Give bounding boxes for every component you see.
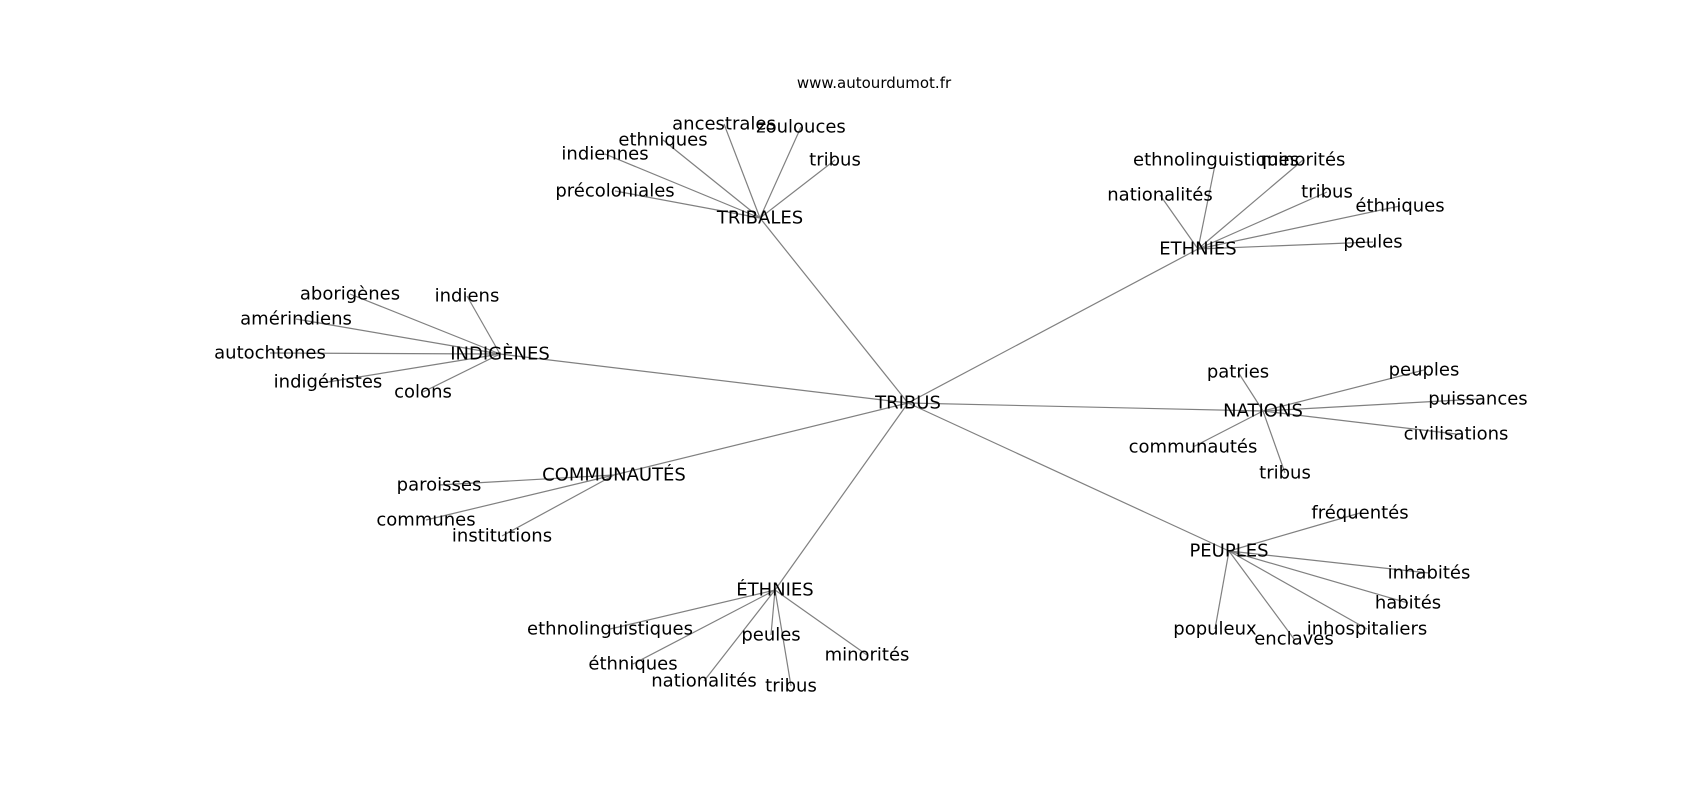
leaf-node-nations-tribus: tribus <box>1259 463 1311 484</box>
edge-ethnies-tribus <box>774 589 792 687</box>
leaf-node-indigenes-indigenistes: indigénistes <box>274 372 383 393</box>
leaf-node-peuples-frequentes: fréquentés <box>1311 503 1408 524</box>
leaf-node-communautes-paroisses: paroisses <box>397 475 482 496</box>
edge-indigenes-indigenistes <box>327 353 501 383</box>
edge-tribales-indiennes <box>604 153 761 219</box>
hub-node-tribales: TRIBALES <box>716 208 803 229</box>
hub-node-ethnies: ÉTHNIES <box>736 579 813 601</box>
edge-center-tribales <box>759 217 909 404</box>
edge-center-ethnies <box>774 402 909 591</box>
leaf-node-ethnies-nationalites: nationalités <box>1107 185 1212 206</box>
edge-peuples-inhabites <box>1228 550 1430 574</box>
edge-tribales-tribus <box>759 159 836 219</box>
leaf-node-communautes-communes: communes <box>376 510 475 531</box>
leaf-node-peuples-inhospitaliers: inhospitaliers <box>1307 619 1428 640</box>
hub-node-ethnies: ETHNIES <box>1159 239 1236 260</box>
edge-tribales-precoloniales <box>614 190 761 219</box>
leaf-node-tribales-ethniques: ethniques <box>618 130 707 151</box>
hub-node-nations: NATIONS <box>1223 401 1303 422</box>
leaf-node-ethnies-minorites: minorités <box>1261 150 1346 171</box>
leaf-node-peuples-habites: habités <box>1375 593 1441 614</box>
leaf-node-indigenes-colons: colons <box>394 382 452 403</box>
leaf-node-indigenes-autochtones: autochtones <box>214 343 326 364</box>
graph-edges <box>269 123 1479 687</box>
leaf-node-ethnies-peules: peules <box>1343 232 1402 253</box>
edge-communautes-paroisses <box>438 474 615 486</box>
edge-ethnies-ethnolinguistiques <box>609 589 776 630</box>
edge-nations-communautes <box>1192 410 1264 448</box>
leaf-node-ethnies-ethniques: éthniques <box>1355 196 1444 217</box>
edge-peuples-populeux <box>1214 550 1230 630</box>
leaf-node-peuples-populeux: populeux <box>1173 619 1257 640</box>
edge-ethnies-nationalites <box>703 589 776 682</box>
edge-peuples-habites <box>1228 550 1409 604</box>
leaf-node-ethnies-tribus: tribus <box>1301 182 1353 203</box>
edge-peuples-enclaves <box>1228 550 1295 640</box>
edge-ethnies-minorites <box>1197 159 1304 250</box>
leaf-node-nations-communautes: communautés <box>1129 437 1258 458</box>
edge-indigenes-aborigenes <box>349 293 501 355</box>
edge-communautes-institutions <box>501 474 615 537</box>
leaf-node-ethnies-ethnolinguistiques: ethnolinguistiques <box>1133 150 1299 171</box>
leaf-node-nations-peuples: peuples <box>1389 360 1460 381</box>
edge-peuples-inhospitaliers <box>1228 550 1368 630</box>
edge-peuples-frequentes <box>1228 512 1361 552</box>
edge-nations-patries <box>1237 371 1264 412</box>
leaf-node-tribales-ancestrales: ancestrales <box>672 114 776 135</box>
hub-node-peuples: PEUPLES <box>1189 541 1268 562</box>
edge-ethnies-nationalites <box>1159 194 1199 250</box>
leaf-node-tribales-precoloniales: précoloniales <box>555 181 674 202</box>
edge-communautes-communes <box>425 474 615 521</box>
edge-center-peuples <box>907 402 1230 552</box>
edge-center-ethnies <box>907 248 1199 404</box>
edge-nations-civilisations <box>1262 410 1457 435</box>
center-node: TRIBUS <box>874 393 941 414</box>
edge-tribales-ethniques <box>662 139 761 219</box>
leaf-node-peuples-enclaves: enclaves <box>1254 629 1334 650</box>
leaf-node-indigenes-amerindiens: amérindiens <box>240 309 352 330</box>
edge-nations-peuples <box>1262 369 1425 412</box>
leaf-node-nations-civilisations: civilisations <box>1404 424 1509 445</box>
leaf-node-indigenes-indiens: indiens <box>435 286 500 307</box>
edge-ethnies-peules <box>1197 241 1374 250</box>
leaf-node-indigenes-aborigenes: aborigènes <box>300 284 400 305</box>
edge-ethnies-minorites <box>774 589 868 656</box>
leaf-node-ethnies-minorites: minorités <box>825 645 910 666</box>
leaf-node-nations-puissances: puissances <box>1428 389 1527 410</box>
edge-center-indigenes <box>499 353 909 404</box>
edge-ethnies-ethniques <box>1197 205 1401 250</box>
leaf-node-tribales-indiennes: indiennes <box>561 144 648 165</box>
leaf-node-communautes-institutions: institutions <box>452 526 552 547</box>
edge-indigenes-colons <box>422 353 501 393</box>
leaf-node-ethnies-nationalites: nationalités <box>651 671 756 692</box>
leaf-node-ethnies-ethniques: éthniques <box>588 654 677 675</box>
edge-ethnies-ethniques <box>632 589 776 665</box>
edge-ethnies-ethnolinguistiques <box>1197 159 1217 250</box>
leaf-node-tribales-zoulouces: zoulouces <box>756 117 846 138</box>
leaf-node-nations-patries: patries <box>1207 362 1269 383</box>
edge-nations-tribus <box>1262 410 1286 474</box>
hub-node-indigenes: INDIGÈNES <box>450 343 550 365</box>
hub-node-communautes: COMMUNAUTÉS <box>542 464 686 486</box>
edge-center-communautes <box>613 402 909 476</box>
edge-ethnies-tribus <box>1197 191 1328 250</box>
leaf-node-ethnies-peules: peules <box>741 625 800 646</box>
edge-indigenes-amerindiens <box>295 318 501 355</box>
leaf-node-ethnies-tribus: tribus <box>765 676 817 697</box>
edge-nations-puissances <box>1262 398 1479 412</box>
leaf-node-tribales-tribus: tribus <box>809 150 861 171</box>
edge-indigenes-indiens <box>466 295 501 355</box>
edge-ethnies-peules <box>770 589 776 636</box>
edge-tribales-ancestrales <box>723 123 761 219</box>
edge-center-nations <box>907 402 1264 412</box>
edge-indigenes-autochtones <box>269 352 501 355</box>
edge-tribales-zoulouces <box>759 126 802 219</box>
leaf-node-ethnies-ethnolinguistiques: ethnolinguistiques <box>527 619 693 640</box>
leaf-node-peuples-inhabites: inhabités <box>1388 563 1471 584</box>
source-watermark: www.autourdumot.fr <box>797 74 952 92</box>
